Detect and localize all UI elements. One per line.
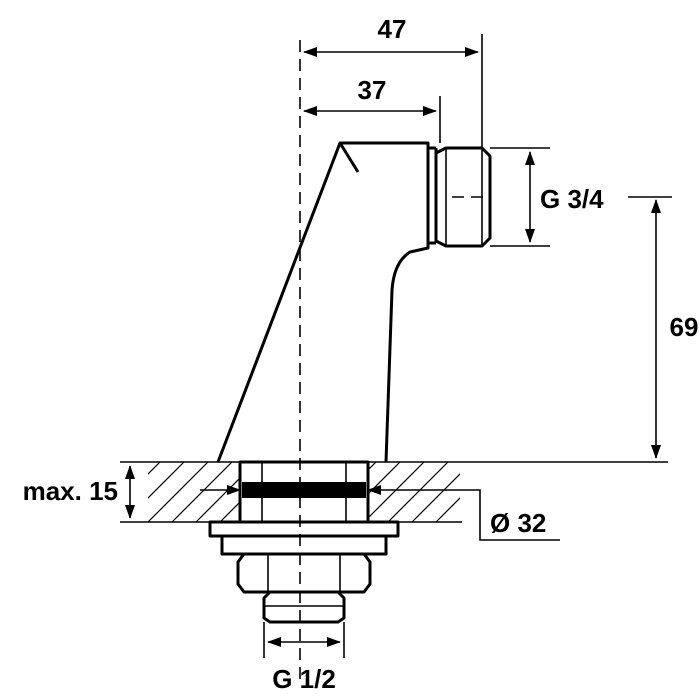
hatch-line <box>171 462 233 522</box>
dim-label-37: 37 <box>358 75 387 105</box>
outlet-thread <box>435 146 492 248</box>
dim-label-max-15: max. 15 <box>23 476 118 506</box>
dimension-max-15: max. 15 <box>23 461 148 523</box>
dim-label-47: 47 <box>378 14 407 44</box>
hatch-line <box>148 462 185 499</box>
dimension-g-3-4: G 3/4 <box>490 147 672 247</box>
hatch-line <box>148 462 209 522</box>
dimension-37: 37 <box>303 75 441 143</box>
dimension-g-1-2: G 1/2 <box>263 622 345 694</box>
hatch-line <box>148 462 161 475</box>
dim-label-69: 69 <box>670 312 699 342</box>
faucet-body <box>216 141 438 463</box>
hatch-line <box>435 497 460 522</box>
dimension-diameter-32: Ø 32 <box>410 489 560 541</box>
countertop-slab <box>148 461 668 523</box>
hatch-line <box>387 462 449 522</box>
hatch-line <box>411 473 460 522</box>
dimension-47: 47 <box>303 14 483 148</box>
nut-assembly <box>208 520 400 624</box>
dim-label-g-3-4: G 3/4 <box>540 184 604 214</box>
dim-label-diameter-32: Ø 32 <box>490 508 546 538</box>
dimension-69: 69 <box>651 199 699 459</box>
hatch-line <box>363 462 425 522</box>
dim-label-g-1-2: G 1/2 <box>272 664 336 694</box>
